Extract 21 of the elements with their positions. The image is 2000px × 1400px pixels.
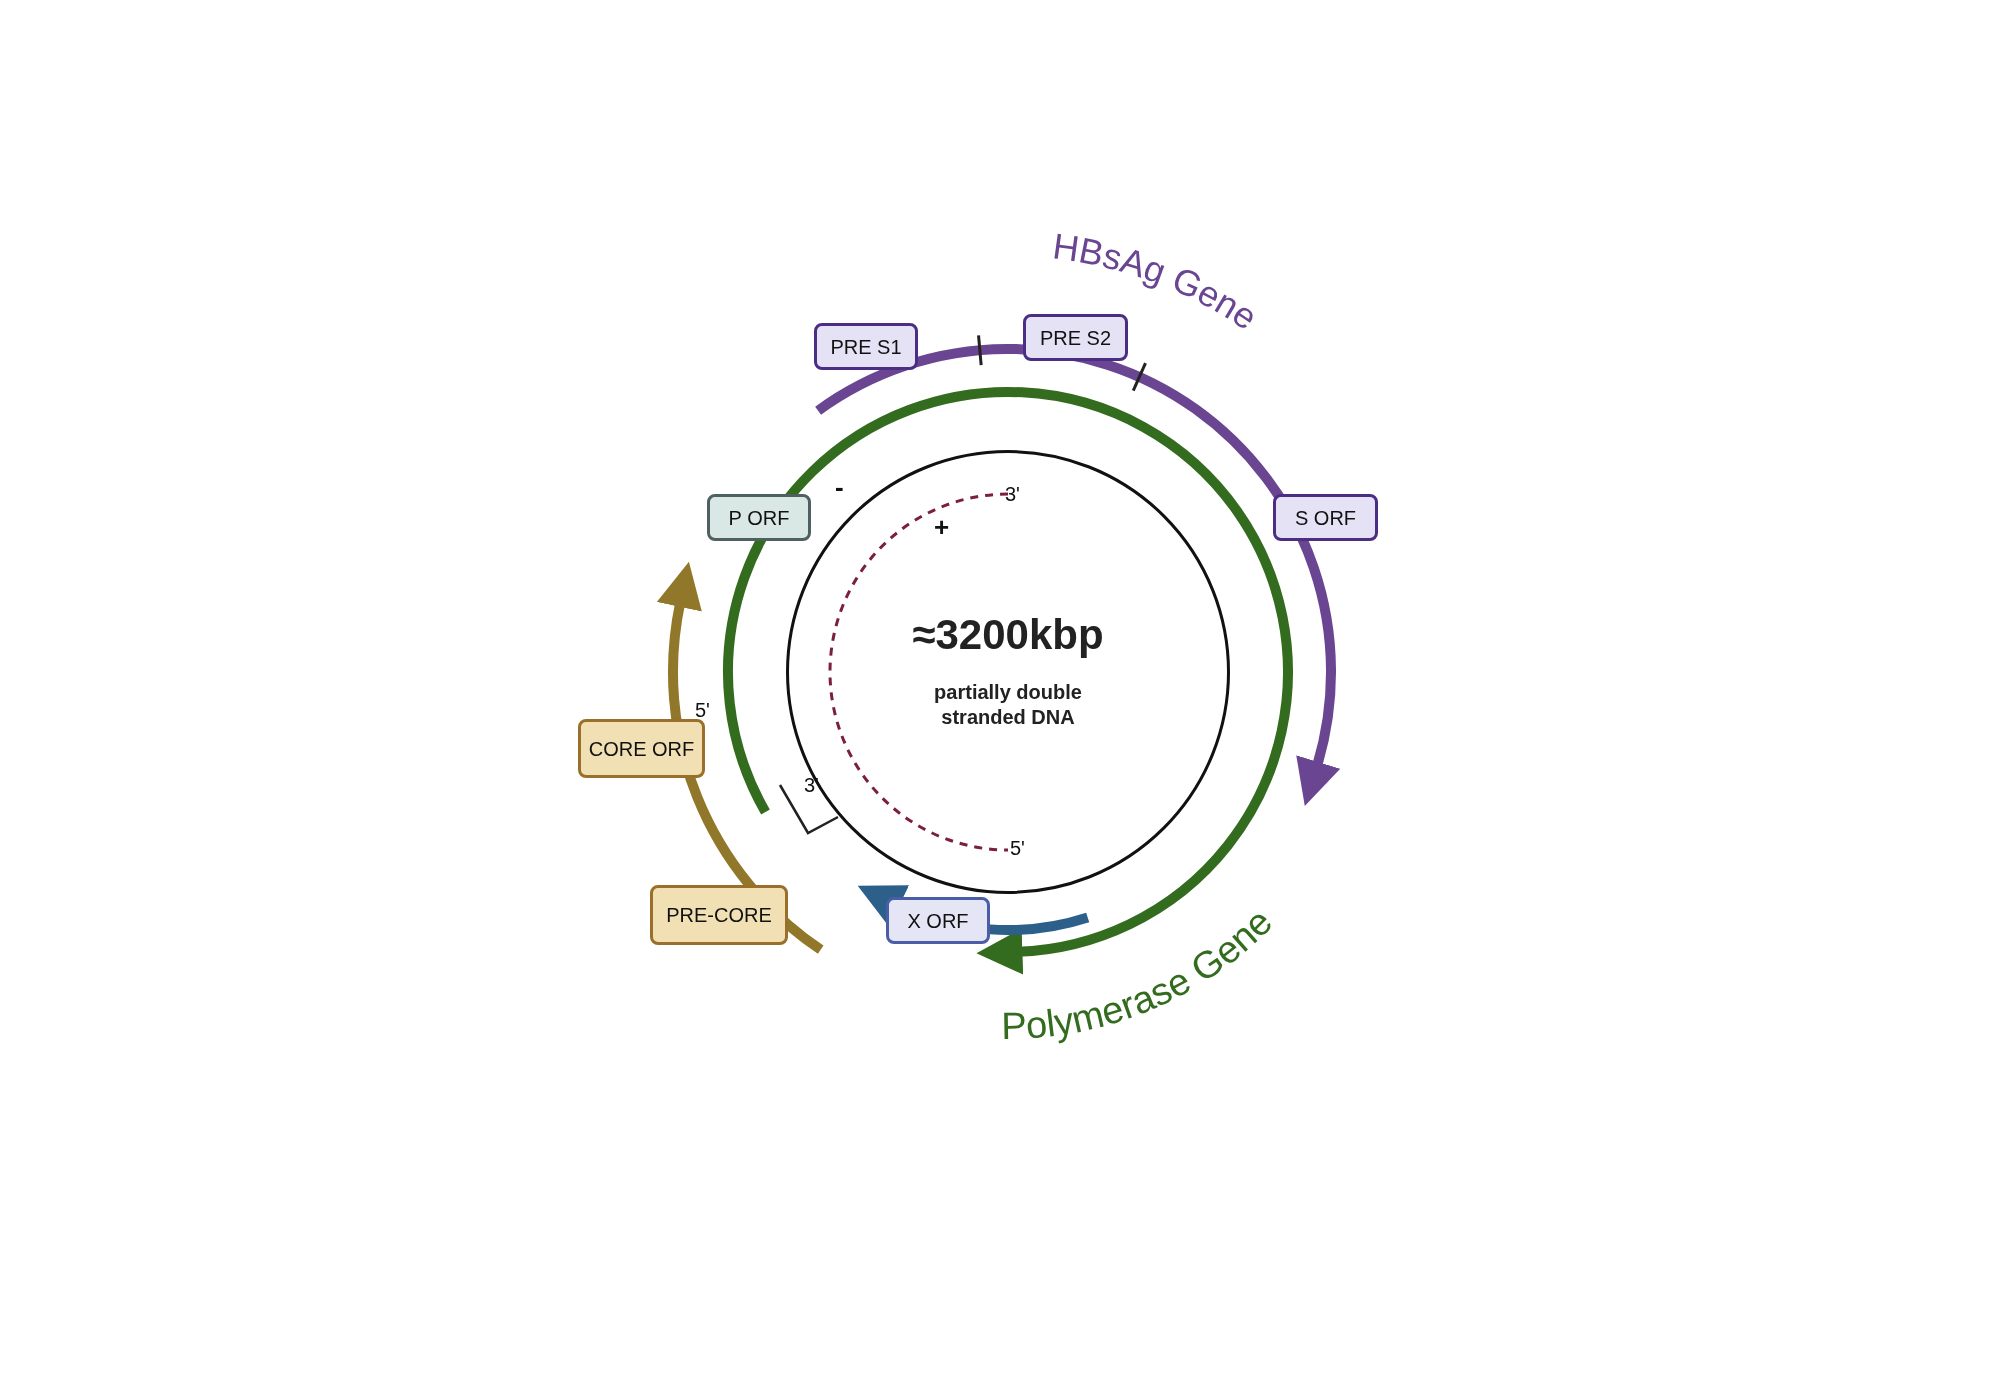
orf-name: X ORF: [907, 908, 969, 934]
orf-name: CORE ORF: [588, 736, 695, 762]
orf-label-box: [1023, 314, 1128, 361]
strand-end-label: 5': [1010, 838, 1025, 858]
orf-name: PRE S1: [830, 334, 902, 360]
orf-name: PRE-CORE: [666, 903, 772, 928]
orf-name: S ORF: [1294, 505, 1357, 531]
orf-label-box: [650, 885, 788, 945]
orf-label-box: [707, 494, 811, 541]
orf-name: P ORF: [728, 505, 790, 531]
orf-label-box: [1273, 494, 1378, 541]
strand-end-label: +: [934, 514, 950, 540]
strand-end-label: 5': [695, 700, 710, 720]
orf-name: PRE S2: [1039, 325, 1112, 351]
orf-label-box: [886, 897, 990, 944]
genome-description: partially double stranded DNA: [933, 680, 1083, 730]
strand-end-label: 3': [1005, 484, 1020, 504]
genome-size-text: ≈3200kbp: [912, 614, 1104, 656]
orf-label-box: [578, 719, 705, 778]
orf-label-box: [814, 323, 918, 370]
strand-end-label: -: [835, 474, 844, 500]
